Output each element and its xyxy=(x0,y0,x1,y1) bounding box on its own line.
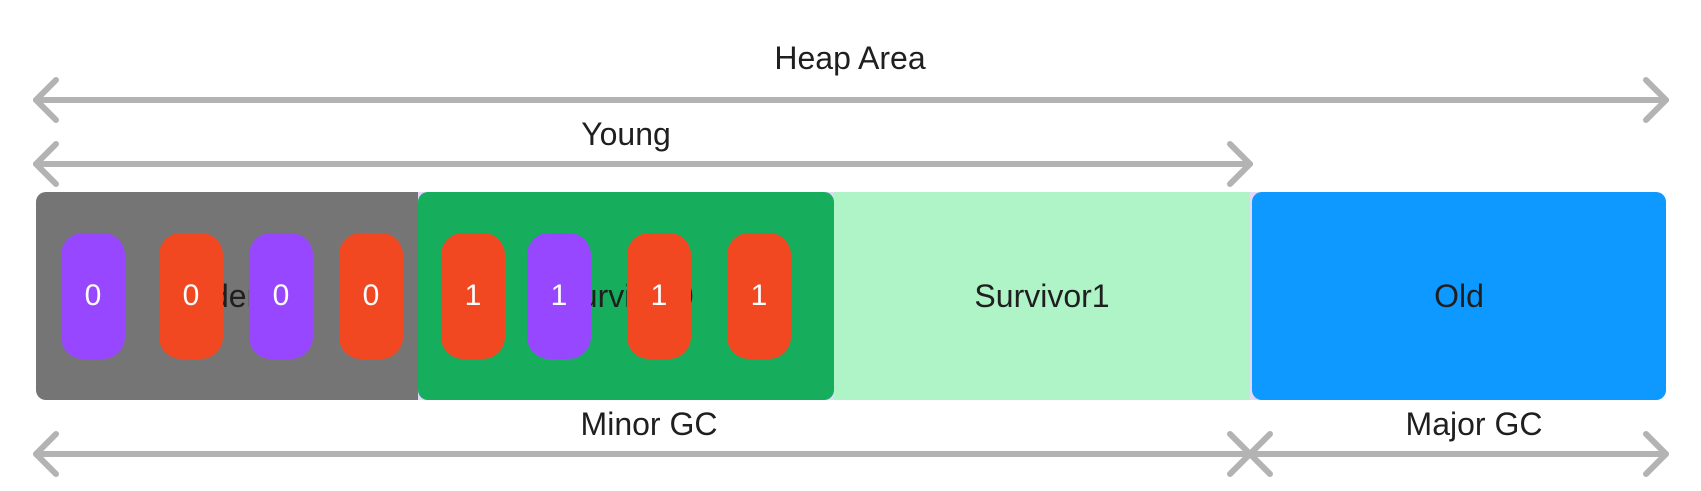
object-block: 0 xyxy=(61,233,125,359)
object-block: 1 xyxy=(627,233,691,359)
object-block: 1 xyxy=(527,233,591,359)
object-block: 0 xyxy=(159,233,223,359)
heap-area-label: Heap Area xyxy=(774,40,926,76)
major-gc-label: Major GC xyxy=(1405,406,1543,442)
survivor1-region: Survivor1 xyxy=(834,192,1250,400)
young-label: Young xyxy=(581,116,671,152)
major-gc-arrow xyxy=(1247,431,1669,477)
minor-gc-label: Minor GC xyxy=(580,406,718,442)
young-arrow xyxy=(33,141,1253,187)
object-block: 1 xyxy=(727,233,791,359)
object-block: 1 xyxy=(441,233,505,359)
survivor1-label: Survivor1 xyxy=(974,277,1110,314)
heap-area-arrow xyxy=(33,77,1669,123)
object-block: 0 xyxy=(249,233,313,359)
object-block: 0 xyxy=(339,233,403,359)
old-label: Old xyxy=(1434,277,1484,314)
old-region: Old xyxy=(1252,192,1666,400)
